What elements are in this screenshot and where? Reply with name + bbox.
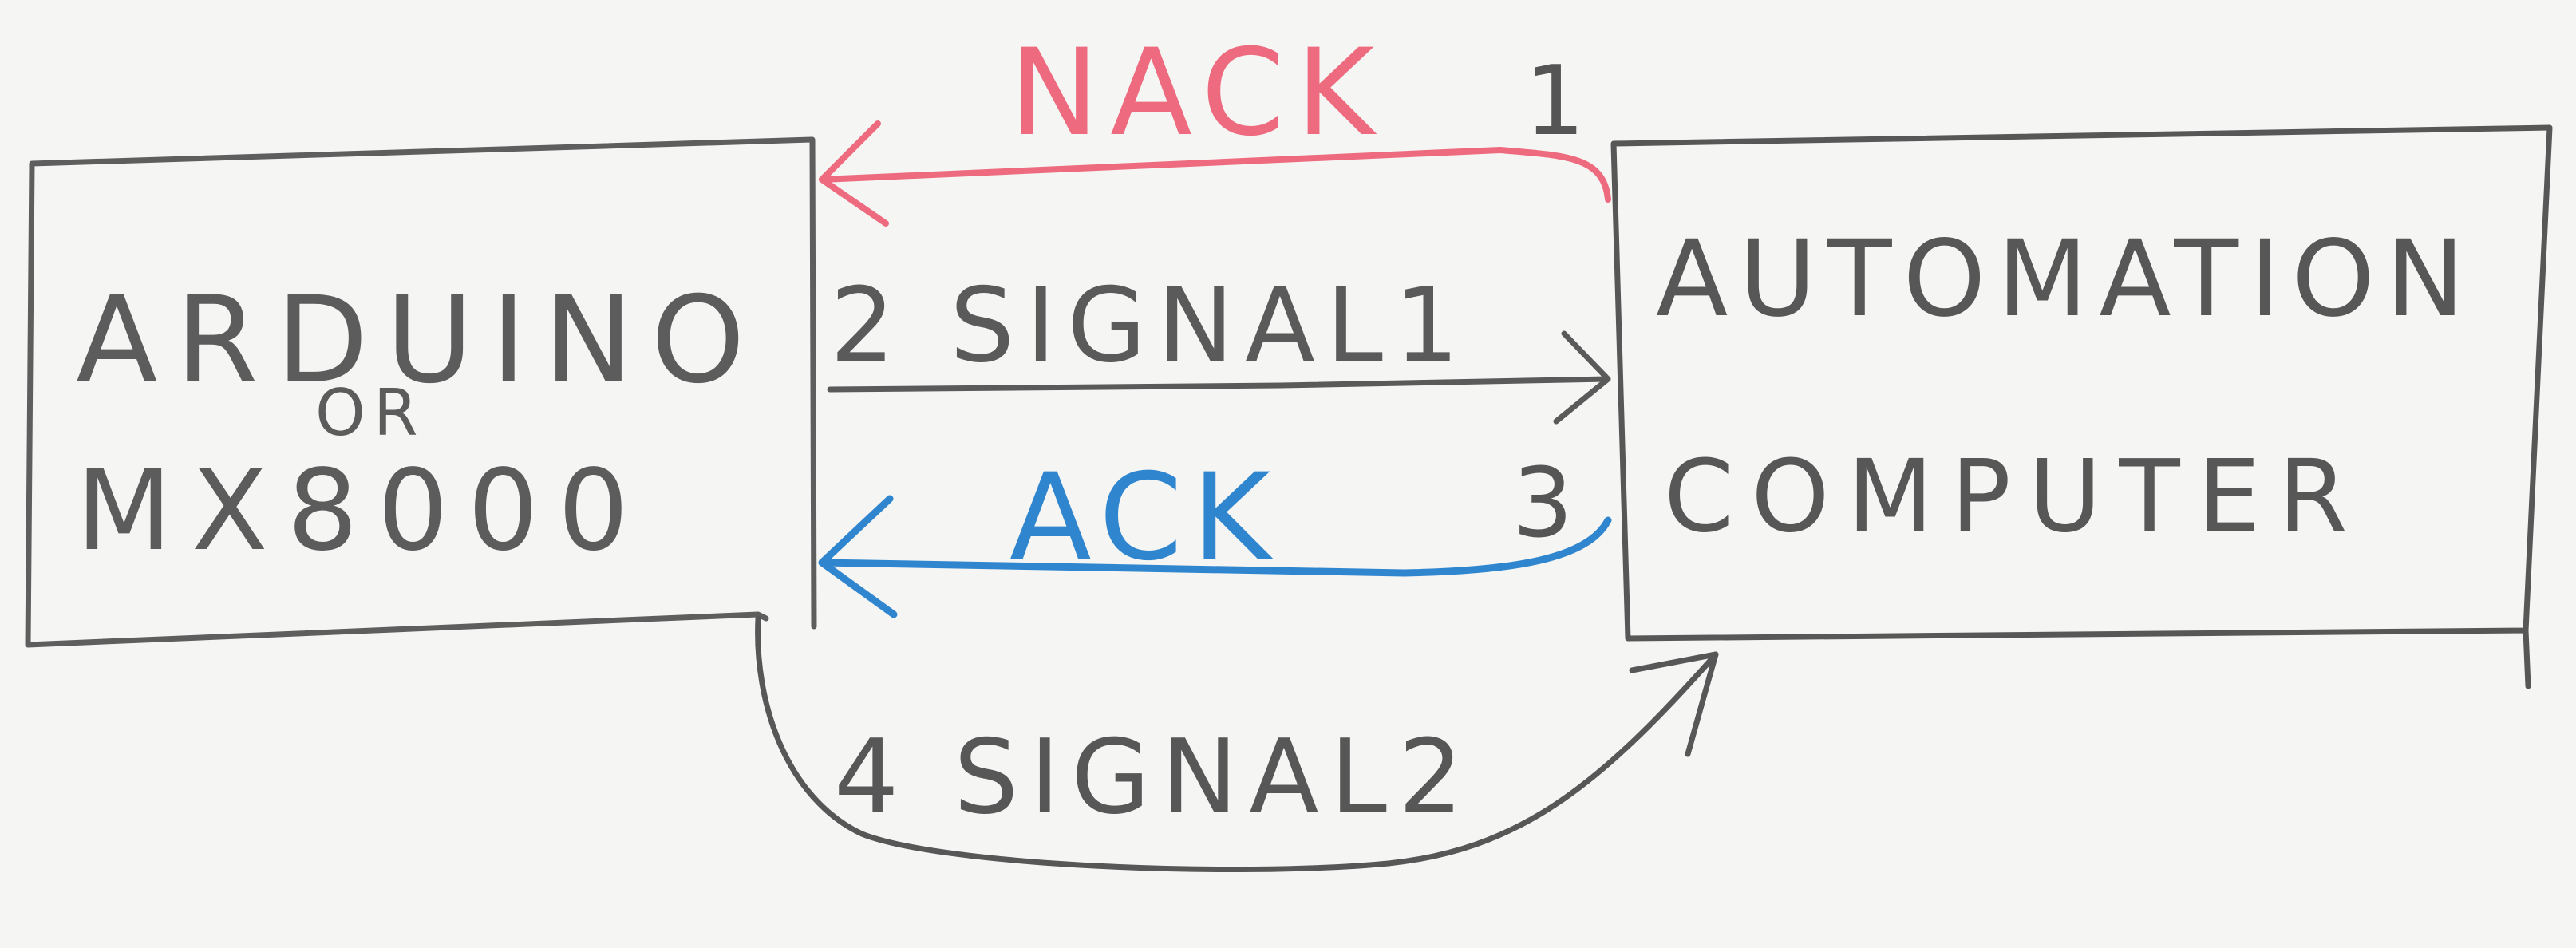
ack-arrow-line: [818, 516, 1612, 577]
left-box: ARDUINO OR MX8000: [25, 136, 817, 648]
ack-arrow: ACK 3: [818, 448, 1612, 618]
left-box-line1: ARDUINO: [76, 271, 763, 410]
signal2-arrow-head: [1629, 651, 1719, 757]
right-box-outline: [1610, 124, 2553, 689]
right-box: AUTOMATION COMPUTER: [1610, 124, 2553, 689]
signal1-arrow-label: 2 SIGNAL1: [830, 267, 1470, 385]
signal2-arrow-label: 4 SIGNAL2: [834, 718, 1474, 837]
signal1-arrow: 2 SIGNAL1: [827, 267, 1611, 425]
left-box-line2: OR: [315, 376, 426, 450]
ack-arrow-label: ACK: [1009, 448, 1280, 587]
left-box-line3: MX8000: [76, 446, 648, 576]
nack-arrow: NACK 1: [819, 24, 1611, 227]
nack-arrow-label: NACK: [1009, 24, 1385, 163]
right-box-line1: AUTOMATION: [1656, 218, 2476, 341]
left-box-outline: [25, 136, 817, 648]
nack-arrow-line: [819, 147, 1611, 203]
signal2-arrow-line: [755, 615, 1719, 873]
signal1-arrow-line: [827, 376, 1611, 393]
ack-arrow-head: [818, 495, 898, 618]
nack-step-number: 1: [1524, 46, 1585, 157]
signal1-arrow-head: [1553, 330, 1611, 425]
nack-arrow-head: [819, 120, 889, 227]
signal2-arrow: 4 SIGNAL2: [755, 615, 1719, 873]
right-box-line2: COMPUTER: [1664, 439, 2365, 555]
ack-step-number: 3: [1512, 448, 1573, 559]
